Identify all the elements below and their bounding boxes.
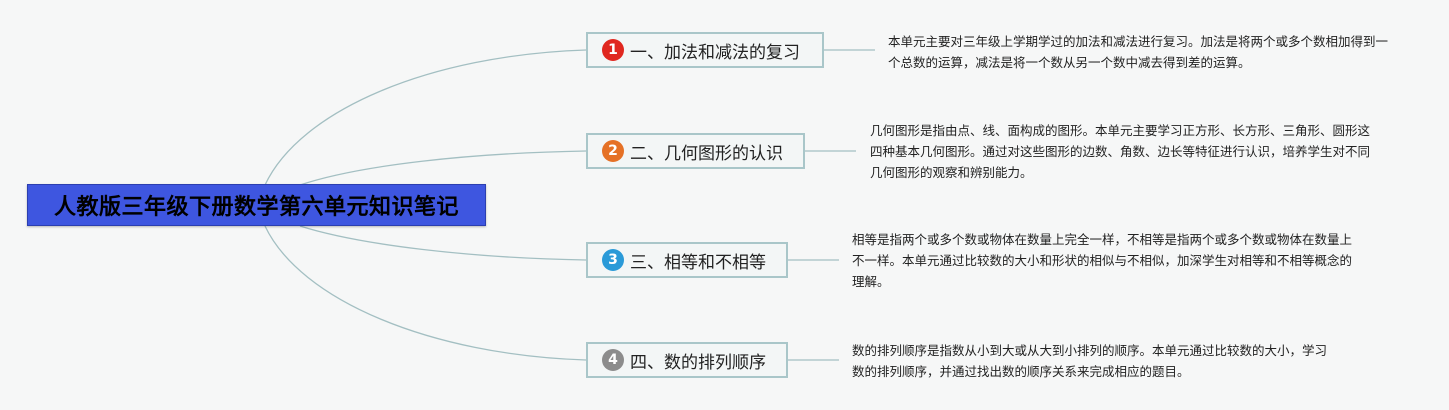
topic-4[interactable]: 4 四、数的排列顺序 — [586, 342, 788, 378]
root-title: 人教版三年级下册数学第六单元知识笔记 — [53, 195, 459, 220]
topic-4-note: 数的排列顺序是指数从小到大或从大到小排列的顺序。本单元通过比较数的大小，学习数的… — [852, 343, 1328, 379]
priority-4-icon: 4 — [602, 349, 624, 371]
priority-2-icon: 2 — [602, 140, 624, 162]
topic-3[interactable]: 3 三、相等和不相等 — [586, 242, 788, 278]
topic-4-label: 四、数的排列顺序 — [630, 352, 766, 373]
topic-2-note: 几何图形是指由点、线、面构成的图形。本单元主要学习正方形、长方形、三角形、圆形这… — [870, 123, 1371, 180]
topic-1-label: 一、加法和减法的复习 — [630, 42, 800, 63]
connector-root-topic-3 — [299, 225, 587, 261]
connector-root-topic-2 — [299, 150, 587, 186]
root-topic[interactable]: 人教版三年级下册数学第六单元知识笔记 — [27, 184, 486, 226]
topic-3-label: 三、相等和不相等 — [630, 252, 766, 273]
topic-1-note: 本单元主要对三年级上学期学过的加法和减法进行复习。加法是将两个或多个数相加得到一… — [888, 34, 1389, 70]
connector-root-topic-1 — [264, 49, 587, 186]
topic-2-label: 二、几何图形的认识 — [630, 143, 783, 164]
topic-1[interactable]: 1 一、加法和减法的复习 — [586, 32, 824, 68]
topic-2[interactable]: 2 二、几何图形的认识 — [586, 133, 805, 169]
connector-root-topic-4 — [264, 225, 587, 361]
topic-3-note: 相等是指两个或多个数或物体在数量上完全一样，不相等是指两个或多个数或物体在数量上… — [852, 232, 1353, 289]
priority-3-icon: 3 — [602, 249, 624, 271]
priority-1-icon: 1 — [602, 39, 624, 61]
